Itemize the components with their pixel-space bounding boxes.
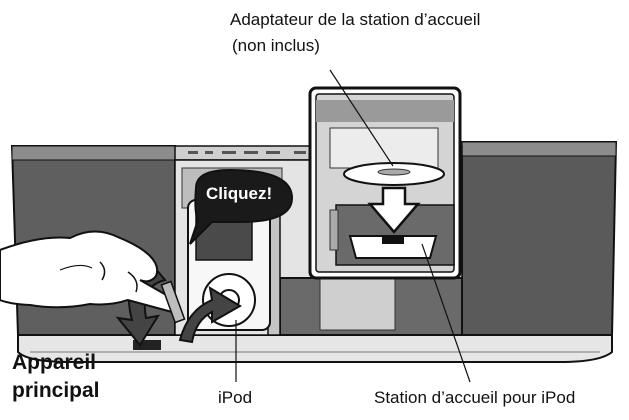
adapter-label-line2: (non inclus) bbox=[232, 36, 320, 55]
front-indicator bbox=[133, 340, 161, 350]
adapter-label-line1: Adaptateur de la station d’accueil bbox=[230, 10, 481, 29]
curved-arrow-right-icon bbox=[178, 286, 242, 344]
leader-lines bbox=[235, 69, 471, 383]
hand-illustration bbox=[0, 230, 178, 314]
dock-cradle bbox=[348, 235, 438, 259]
stereo-body-right bbox=[461, 141, 618, 336]
inset-callout bbox=[308, 86, 462, 280]
dock-adapter bbox=[343, 162, 445, 186]
ipod-label: iPod bbox=[218, 388, 253, 407]
dock-latch bbox=[160, 280, 186, 324]
dock-station-label: Station d’accueil pour iPod bbox=[374, 388, 576, 407]
stereo-base bbox=[17, 334, 613, 363]
click-bubble-text: Cliquez! bbox=[206, 184, 273, 203]
click-bubble bbox=[189, 168, 294, 245]
main-unit-label-line2: principal bbox=[12, 379, 100, 402]
leader-dock bbox=[421, 243, 471, 383]
down-arrow-icon bbox=[367, 186, 421, 234]
main-unit-label-line1: Appareil bbox=[12, 351, 97, 374]
leader-adapter bbox=[329, 69, 394, 167]
